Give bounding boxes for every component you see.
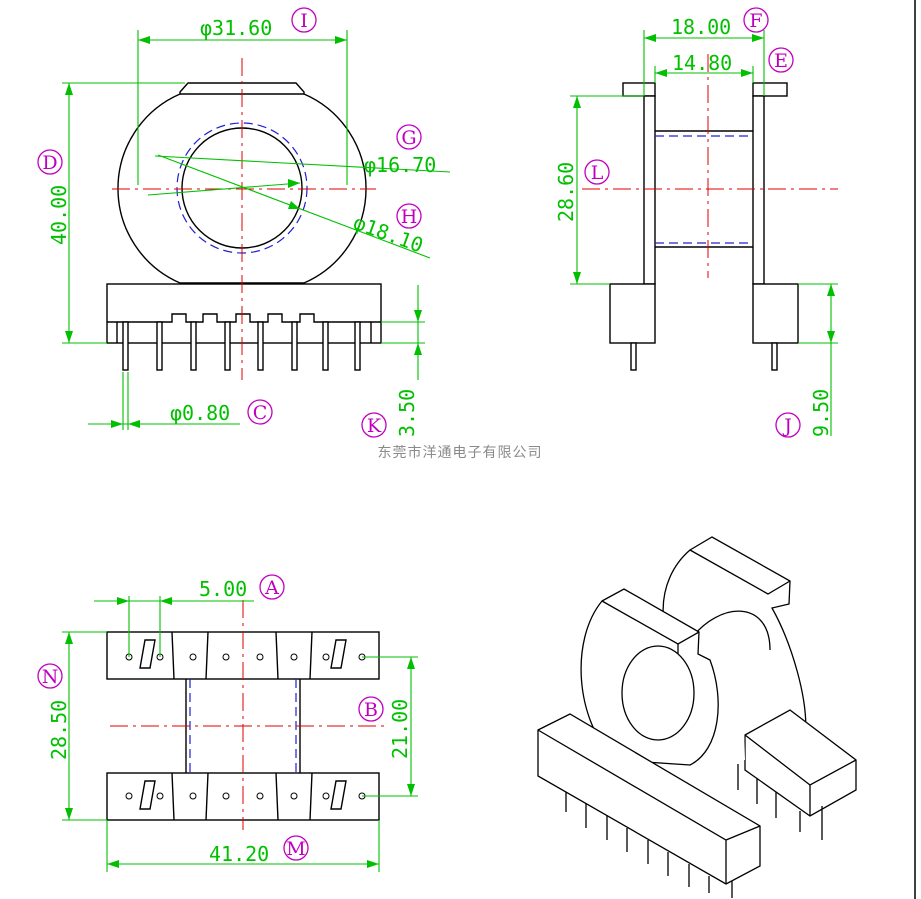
dim-F: 18.00 — [671, 15, 731, 39]
label-K: K 3.50 — [361, 389, 419, 438]
dim-C: φ0.80 — [170, 401, 230, 425]
dim-M: 41.20 — [209, 842, 269, 866]
marker-J: J — [782, 415, 792, 437]
dim-N: 28.50 — [47, 700, 71, 760]
dim-G: φ16.70 — [364, 153, 436, 177]
marker-I: I — [300, 10, 308, 32]
bottom-view — [62, 596, 418, 872]
isometric-view — [537, 536, 857, 898]
label-F: 18.00 F — [671, 7, 769, 39]
marker-L: L — [591, 162, 604, 184]
label-H: H φ18.10 — [350, 203, 426, 257]
label-E: 14.80 E — [672, 47, 794, 75]
marker-F: F — [749, 10, 762, 32]
marker-E: E — [774, 50, 788, 72]
marker-M: M — [286, 838, 305, 860]
label-A: 5.00 A — [199, 574, 285, 601]
dim-A: 5.00 — [199, 577, 247, 601]
label-L: 28.60 L — [554, 159, 610, 222]
label-D: D 40.00 — [37, 149, 71, 245]
label-N: N 28.50 — [37, 663, 71, 760]
dim-B: 21.00 — [388, 699, 412, 759]
label-C: φ0.80 C — [170, 399, 273, 425]
label-G: G φ16.70 — [364, 124, 436, 177]
label-I: φ31.60 I — [200, 7, 317, 40]
marker-B: B — [364, 699, 378, 721]
marker-N: N — [42, 666, 59, 688]
side-view — [570, 30, 838, 436]
dim-D: 40.00 — [47, 185, 71, 245]
marker-G: G — [401, 127, 416, 149]
dim-I: φ31.60 — [200, 16, 272, 40]
company-name: 东莞市洋通电子有限公司 — [378, 444, 543, 461]
dim-L: 28.60 — [554, 162, 578, 222]
marker-H: H — [401, 206, 418, 228]
dim-K: 3.50 — [395, 389, 419, 437]
marker-D: D — [42, 152, 57, 174]
marker-A: A — [264, 577, 279, 599]
label-B: B 21.00 — [358, 696, 412, 759]
front-view — [62, 30, 451, 430]
dim-E: 14.80 — [672, 51, 732, 75]
dim-J: 9.50 — [809, 389, 833, 437]
label-M: 41.20 M — [209, 835, 309, 866]
marker-C: C — [253, 402, 268, 424]
label-J: J 9.50 — [775, 389, 833, 438]
marker-K: K — [367, 415, 382, 437]
